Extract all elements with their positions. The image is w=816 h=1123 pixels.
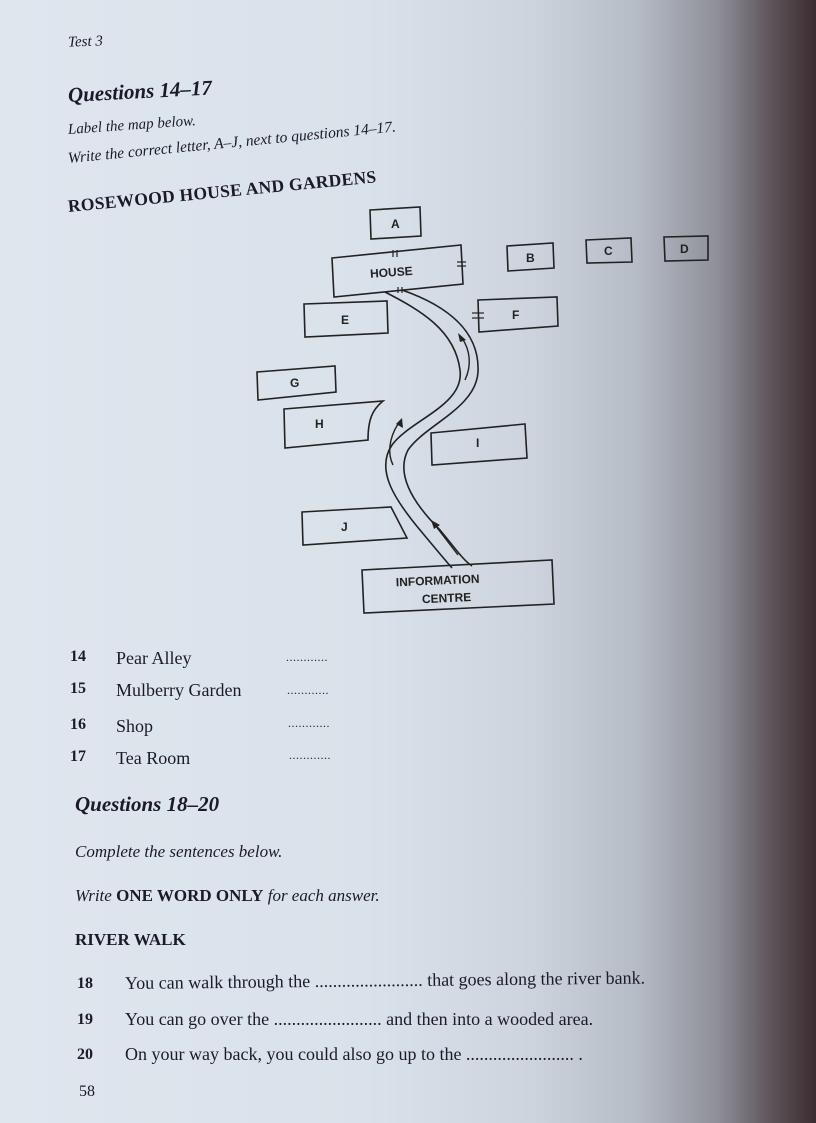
map-box-g: G: [256, 365, 337, 401]
sentence-text[interactable]: On your way back, you could also go up t…: [125, 1044, 583, 1064]
instruction-text: Write: [75, 886, 117, 905]
map-box-e: E: [303, 300, 389, 338]
question-text: Tea Room: [116, 748, 191, 768]
svg-text:B: B: [526, 251, 535, 265]
map-box-d: D: [663, 235, 709, 262]
map-box-h: H: [283, 399, 386, 449]
question-number: 14: [70, 648, 86, 665]
instruction-complete-sentences: Complete the sentences below.: [75, 842, 283, 861]
section-heading-18-20: Questions 18–20: [75, 792, 220, 816]
instruction-one-word: Write ONE WORD ONLY for each answer.: [75, 886, 380, 906]
garden-map: HOUSE A B C D E: [256, 206, 709, 614]
svg-text:J: J: [341, 520, 348, 534]
answer-blank[interactable]: ............: [288, 716, 330, 730]
information-centre: INFORMATION CENTRE: [361, 559, 555, 614]
svg-text:G: G: [290, 376, 299, 390]
sentence-number: 19: [77, 1011, 93, 1028]
question-number: 17: [70, 748, 86, 765]
sentence-number: 20: [77, 1046, 93, 1063]
answer-blank[interactable]: ............: [289, 748, 331, 762]
map-box-a: A: [369, 206, 422, 240]
house-building: HOUSE: [331, 244, 466, 298]
map-box-i: I: [430, 423, 528, 466]
map-box-j: J: [301, 506, 409, 546]
question-text: Pear Alley: [116, 648, 192, 668]
sentence-text[interactable]: You can walk through the ...............…: [124, 967, 646, 993]
sentence-text[interactable]: You can go over the ....................…: [125, 1009, 594, 1029]
instruction-text: for each answer.: [263, 886, 380, 905]
svg-text:I: I: [476, 436, 479, 450]
question-text: Mulberry Garden: [116, 680, 242, 700]
question-number: 16: [70, 716, 86, 733]
question-text: Shop: [116, 716, 154, 736]
map-box-f: F: [472, 296, 559, 333]
section-subtitle: RIVER WALK: [75, 930, 186, 949]
question-number: 15: [70, 680, 86, 697]
svg-text:A: A: [391, 217, 400, 231]
answer-blank[interactable]: ............: [286, 650, 328, 664]
path-arrows: [396, 333, 466, 529]
house-label: HOUSE: [370, 264, 414, 281]
sentence-number: 18: [77, 975, 93, 992]
centre-label: CENTRE: [422, 590, 472, 606]
svg-text:F: F: [512, 308, 519, 322]
svg-text:H: H: [315, 417, 324, 431]
answer-blank[interactable]: ............: [287, 683, 329, 697]
winding-path: [384, 289, 479, 569]
map-box-c: C: [585, 237, 633, 264]
svg-text:D: D: [680, 242, 689, 256]
map-box-b: B: [506, 242, 555, 272]
svg-text:E: E: [341, 313, 349, 327]
instruction-emphasis: ONE WORD ONLY: [116, 886, 264, 905]
svg-text:C: C: [604, 244, 613, 258]
page-number: 58: [79, 1083, 95, 1100]
information-label: INFORMATION: [396, 572, 480, 590]
